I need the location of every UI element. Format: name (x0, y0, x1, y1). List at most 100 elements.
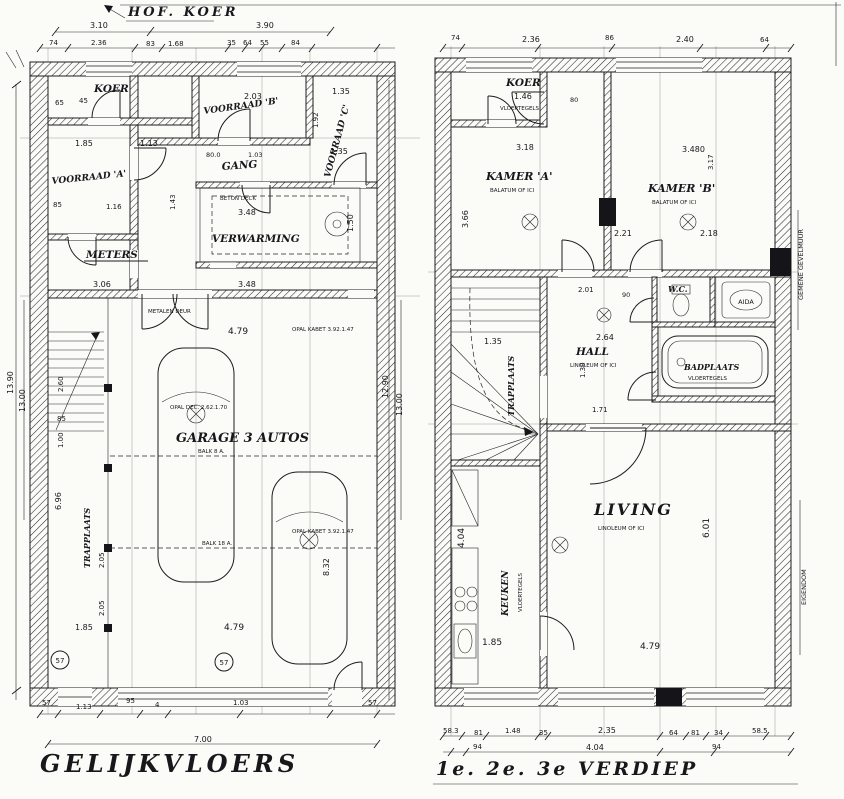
dim-label: 2.05 (98, 600, 106, 616)
staircase (450, 287, 540, 461)
bathroom-fixtures (661, 281, 771, 389)
detail-marker-circle (50, 650, 70, 670)
note-label: BETON DECK (220, 196, 256, 202)
dim-label: 4.04 (586, 743, 604, 752)
dim-label: 4 (155, 701, 160, 709)
dim-label: 4.79 (224, 623, 244, 633)
door-swing (141, 293, 178, 330)
room-label-gang: GANG (221, 159, 257, 173)
sheet-frame (5, 2, 841, 69)
door-arcs (67, 89, 367, 691)
dim-label: 2.01 (578, 286, 594, 294)
ceiling-light-icon (679, 213, 697, 231)
dim-label: 1.03 (248, 151, 262, 159)
dim-label: 2.36 (522, 35, 540, 44)
dim-label: 2.36 (91, 39, 107, 47)
dim-label: 90 (622, 291, 630, 299)
wall (714, 321, 776, 328)
room-label-living: LIVING (593, 500, 673, 519)
wall (651, 276, 658, 328)
room-label-voorraad-a: VOORRAAD 'A' (51, 169, 127, 187)
kitchen-counter (451, 547, 479, 685)
room-label-hall: HALL (575, 346, 609, 358)
wall (191, 75, 200, 139)
dim-label: 3.06 (93, 280, 111, 289)
detail-marker-number: 57 (56, 657, 65, 665)
dimension-lines (11, 26, 402, 749)
door-swing (217, 108, 251, 142)
kitchen-unit (451, 469, 479, 527)
ceiling-lights (521, 213, 697, 554)
note-label: VLOERTEGELS (518, 573, 524, 612)
note-label: OPAL DEC. 2.62.1.70 (170, 405, 228, 411)
wall (450, 269, 792, 278)
washbasin-icon (721, 281, 771, 319)
dim-label: 80.0 (206, 151, 220, 159)
walkline-arrowhead (91, 332, 100, 340)
door-swing (333, 152, 367, 186)
door-swing (627, 371, 657, 401)
dim-label: 1.35 (484, 337, 502, 346)
door-swing (172, 293, 209, 330)
stove-burner-icon (454, 600, 466, 612)
dim-label: 74 (451, 34, 460, 42)
dim-label: 1.68 (168, 40, 184, 48)
site-title: HOF. KOER (127, 5, 239, 20)
dim-label: 2.60 (57, 376, 65, 392)
dim-label: 2.05 (98, 552, 106, 568)
dim-label: 1.46 (514, 92, 532, 101)
wall (29, 61, 396, 77)
wall (450, 459, 546, 467)
dim-label: 13.00 (18, 389, 27, 412)
wall (709, 276, 716, 328)
wall (47, 117, 197, 126)
dim-label: 74 (49, 39, 58, 47)
dim-label: 3.17 (707, 154, 715, 170)
sink-icon (453, 623, 477, 659)
dim-label: 57 (42, 699, 51, 707)
dim-label: 2.35 (598, 726, 616, 735)
stove-burner-icon (466, 600, 478, 612)
room-label-kamer-b: KAMER 'B' (647, 182, 715, 195)
room-label-meters: METERS (85, 249, 138, 261)
left-plan: HOF. KOER KOER VOORRAAD 'A' VOORRAAD 'B'… (6, 5, 420, 778)
note-label: LINOLEUM OF ICI (570, 363, 617, 369)
dim-label: 35 (539, 729, 548, 737)
dim-label: 83 (146, 40, 155, 48)
plan-title-right: 1e. 2e. 3e VERDIEP (436, 758, 698, 780)
dim-label: 1.92 (312, 112, 320, 128)
door-swing (241, 184, 271, 214)
note-label: LINOLEUM OF ICI (598, 526, 645, 532)
wall (539, 423, 548, 689)
dim-label: 35 (227, 39, 236, 47)
interior-walls (450, 71, 792, 706)
dim-label: 12.90 (381, 375, 390, 398)
toilet-icon (672, 293, 690, 317)
dim-label: 81 (474, 729, 483, 737)
outer-walls (434, 57, 792, 707)
dim-label: 94 (712, 743, 721, 751)
column (104, 384, 112, 392)
door-swing (561, 239, 595, 273)
note-label: BALK 8 A. (198, 449, 225, 455)
wall (434, 57, 452, 707)
wall (47, 289, 378, 299)
right-plan: KOER KAMER 'A' KAMER 'B' W.C. HALL BADPL… (428, 34, 808, 785)
note-label: VLOERTEGELS (688, 376, 727, 382)
dim-label: 1.30 (579, 362, 587, 378)
dim-label: 2.03 (244, 92, 262, 101)
door-swing (487, 95, 517, 125)
dim-label: 64 (669, 729, 678, 737)
dim-label: 4.79 (640, 642, 660, 652)
door-swing (629, 239, 663, 273)
dim-label: 4.04 (457, 528, 467, 548)
wall (651, 321, 716, 328)
kitchen-fixtures (451, 469, 479, 685)
plan-title-left: GELIJKVLOERS (40, 749, 299, 778)
dim-label: 3.48 (238, 208, 256, 217)
dimension-lines (433, 43, 801, 785)
heating-room (199, 187, 361, 263)
dim-label: 64 (243, 39, 252, 47)
door-swing (589, 427, 647, 485)
